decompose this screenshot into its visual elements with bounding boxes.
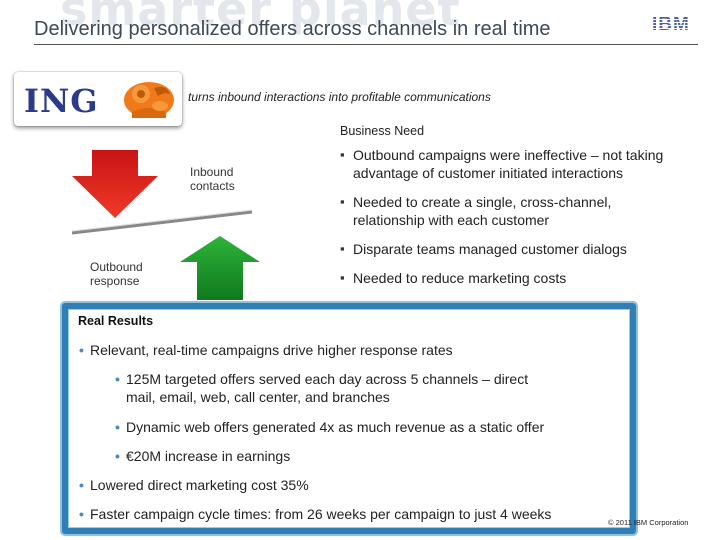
business-need-title: Business Need — [340, 124, 425, 138]
business-need-item: Needed to reduce marketing costs — [340, 269, 715, 287]
outbound-label: Outbound — [90, 260, 143, 274]
inbound-label: Inbound — [190, 165, 233, 179]
seesaw-beam — [71, 210, 253, 235]
real-results-title: Real Results — [78, 314, 154, 328]
ing-logo-text: ING — [24, 82, 99, 120]
inbound-red-arrow — [72, 150, 158, 218]
inbound-label-line2: contacts — [190, 179, 235, 193]
results-item: •Lowered direct marketing cost 35% — [79, 477, 309, 493]
results-item: •Faster campaign cycle times: from 26 we… — [79, 506, 552, 522]
title-divider — [34, 44, 698, 45]
business-need-item: Outbound campaigns were ineffective – no… — [340, 146, 715, 182]
results-subitem: •125M targeted offers served each day ac… — [115, 371, 529, 405]
business-need-item: Needed to create a single, cross-channel… — [340, 193, 715, 229]
ibm-logo: IBM — [652, 14, 690, 35]
ing-tagline: turns inbound interactions into profitab… — [188, 90, 491, 104]
background-watermark: smarter planet — [60, 0, 461, 36]
results-subitem: •Dynamic web offers generated 4x as much… — [115, 419, 545, 435]
real-results-box — [62, 303, 636, 534]
results-subitem: • €20M increase in earnings — [115, 448, 291, 464]
outbound-green-arrow — [180, 236, 260, 300]
slide-title: Delivering personalized offers across ch… — [34, 18, 551, 40]
business-need-item: Disparate teams managed customer dialogs — [340, 240, 715, 258]
business-need-list: Outbound campaigns were ineffective – no… — [340, 146, 715, 298]
results-item: •Relevant, real-time campaigns drive hig… — [79, 342, 453, 358]
copyright-footer: © 2011 IBM Corporation — [608, 518, 689, 527]
outbound-label-line2: response — [90, 274, 140, 288]
inbound-outbound-diagram: Inbound contacts Outbound response — [71, 150, 260, 300]
ing-logo: ING — [14, 72, 182, 126]
ing-lion-icon — [124, 82, 174, 118]
